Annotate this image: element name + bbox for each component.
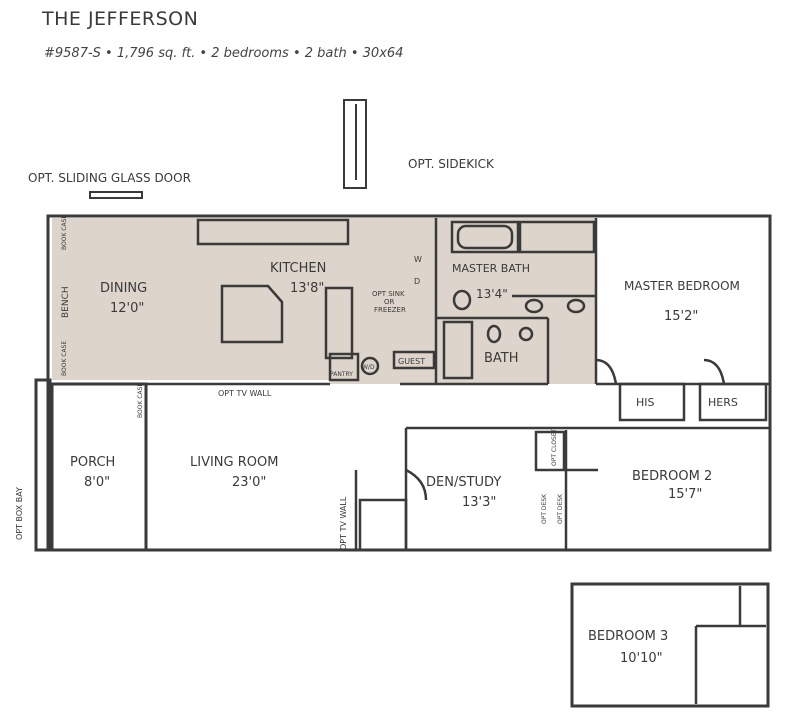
plan-title: THE JEFFERSON — [42, 8, 199, 30]
room-master-bedroom-size: 15'2" — [664, 309, 698, 324]
room-dining-name: DINING — [100, 281, 147, 296]
label-opt-desk-1: OPT DESK — [541, 493, 548, 524]
label-pantry: PANTRY — [330, 371, 353, 378]
shaded-floor-dining-kitchen — [48, 218, 436, 384]
label-bench: BENCH — [61, 286, 71, 318]
room-hers-name: HERS — [708, 396, 738, 409]
room-bedroom-2-size: 15'7" — [668, 487, 702, 502]
interior-walls — [146, 218, 770, 704]
sliding-door-symbol — [89, 191, 143, 199]
sidekick-outline — [343, 99, 367, 189]
label-sliding-door: OPT. SLIDING GLASS DOOR — [28, 171, 191, 185]
room-den-size: 13'3" — [462, 495, 496, 510]
plan-subtitle: #9587-S • 1,796 sq. ft. • 2 bedrooms • 2… — [44, 46, 404, 61]
room-master-bath-name: MASTER BATH — [452, 262, 530, 275]
label-freezer: FREEZER — [374, 306, 406, 314]
label-or: OR — [384, 298, 395, 306]
room-living-name: LIVING ROOM — [190, 455, 278, 470]
room-kitchen-size: 13'8" — [290, 281, 324, 296]
label-book-case-3: BOOK CASE — [137, 383, 144, 418]
room-kitchen-name: KITCHEN — [270, 261, 326, 276]
box-bay-outline — [34, 378, 52, 552]
label-wd: W/D — [362, 364, 375, 371]
room-bedroom-3-size: 10'10" — [620, 651, 663, 666]
label-tv-wall-side: OPT TV WALL — [339, 496, 348, 550]
label-opt-sink: OPT SINK — [372, 290, 405, 298]
room-bedroom-3-name: BEDROOM 3 — [588, 629, 668, 644]
porch-outline — [50, 382, 148, 552]
bedroom-3-outline — [570, 582, 770, 708]
room-dining-size: 12'0" — [110, 301, 144, 316]
label-book-case-2: BOOK CASE — [61, 341, 68, 376]
label-opt-desk-2: OPT DESK — [557, 493, 564, 524]
room-porch-size: 8'0" — [84, 475, 110, 490]
label-opt-closet: OPT CLOSET — [551, 428, 558, 466]
label-guest: GUEST — [398, 357, 425, 366]
label-d: D — [414, 277, 420, 286]
room-master-bath-size: 13'4" — [476, 287, 508, 301]
room-master-bedroom-name: MASTER BEDROOM — [624, 279, 740, 293]
label-book-case-1: BOOK CASE — [61, 215, 68, 250]
label-w: W — [414, 255, 422, 264]
label-tv-wall-top: OPT TV WALL — [218, 389, 272, 398]
shaded-floor-master-bath — [436, 218, 596, 384]
label-sidekick: OPT. SIDEKICK — [408, 157, 495, 171]
room-porch-name: PORCH — [70, 455, 115, 470]
room-den-name: DEN/STUDY — [426, 475, 501, 490]
room-bedroom-2-name: BEDROOM 2 — [632, 469, 712, 484]
label-box-bay: OPT BOX BAY — [15, 487, 24, 540]
room-living-size: 23'0" — [232, 475, 266, 490]
room-his-name: HIS — [636, 396, 655, 409]
room-bath-name: BATH — [484, 351, 519, 366]
